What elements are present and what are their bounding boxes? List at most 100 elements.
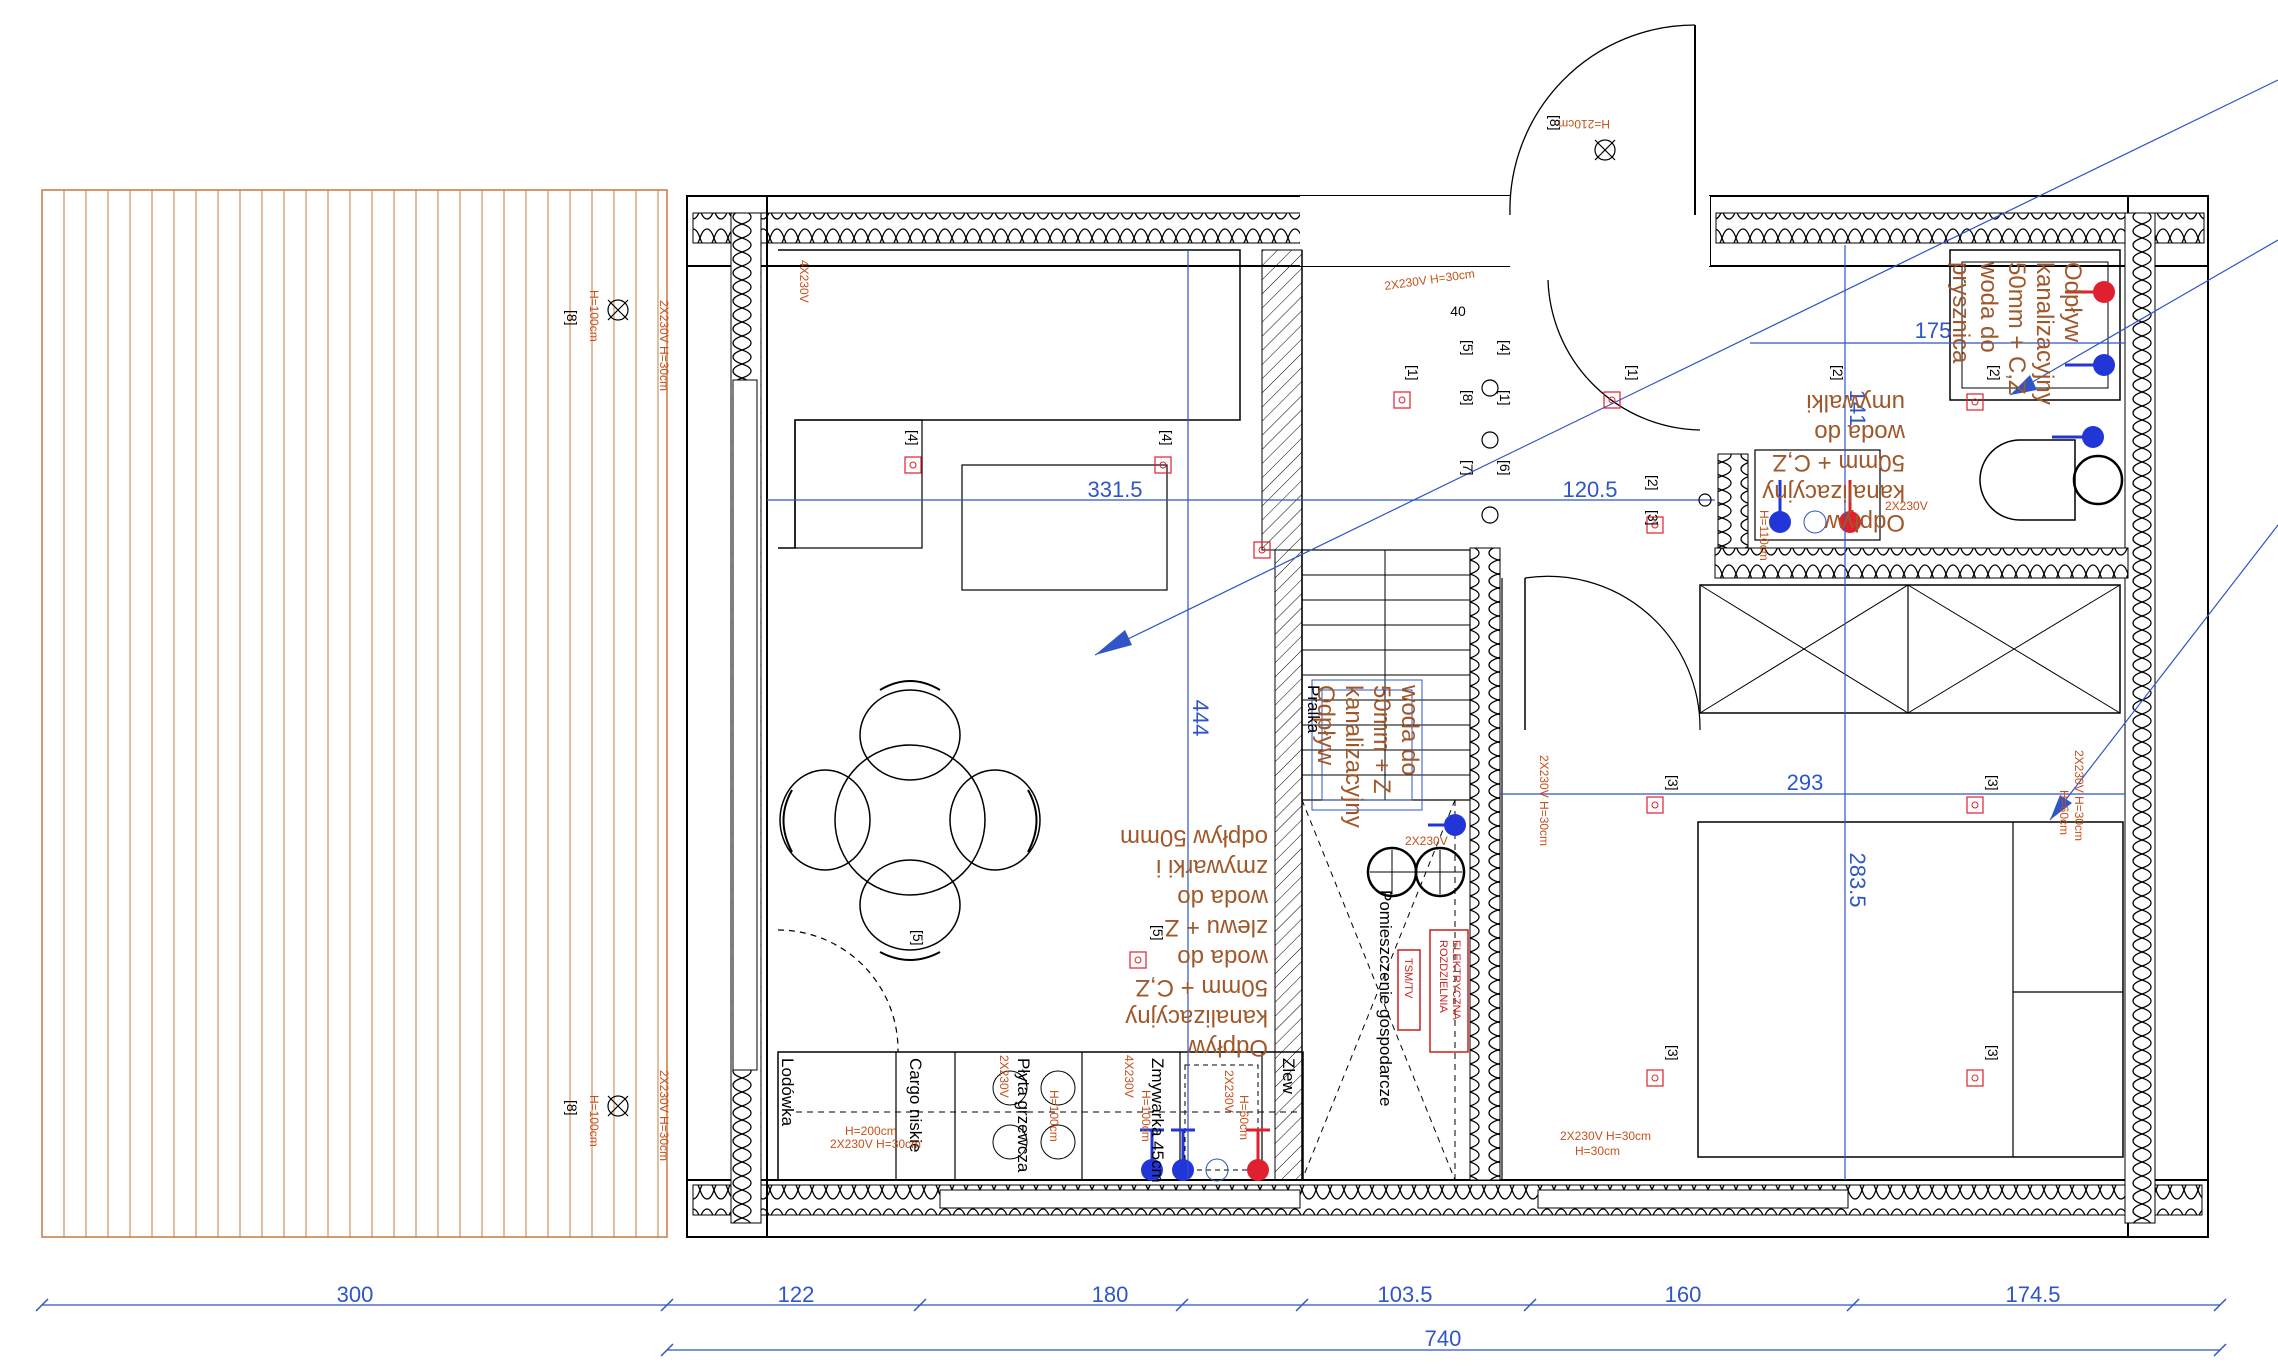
label-sink: Zlew (1279, 1058, 1298, 1095)
note-line: Odpływ (2059, 262, 2086, 343)
dim-tick (660, 1343, 674, 1357)
height-label: H=210cm (1558, 117, 1610, 131)
tag-1: [1] (1497, 390, 1513, 406)
tag-7: [7] (1460, 460, 1476, 476)
tag-2: [2] (1987, 365, 2003, 381)
socket-label: 2X230V H=30cm (1383, 266, 1475, 293)
dim-hall-width: 120.5 (1562, 477, 1617, 502)
dim-tick (1175, 1298, 1189, 1312)
note-line: umywalki (1806, 389, 1905, 416)
dim-tick (2213, 1343, 2227, 1357)
dim-tick (1846, 1298, 1860, 1312)
tag-3: [3] (1665, 775, 1681, 791)
note-line: prysznica (1947, 262, 1974, 364)
dim-tick (660, 1298, 674, 1312)
tag-3: [3] (1645, 510, 1661, 526)
socket-symbols (904, 391, 1984, 1087)
dim-kitchen-width: 331.5 (1087, 477, 1142, 502)
label-cooktop: Płyta grzewcza (1014, 1058, 1033, 1173)
note-line: Odpływ (1824, 509, 1905, 536)
terrace (41, 189, 668, 1238)
height-label: H=100cm (1047, 1090, 1061, 1142)
dimension-lines (42, 79, 2278, 1351)
note-line: woda do (1975, 261, 2002, 353)
dim-tick (1295, 1298, 1309, 1312)
height-label: H=200cm (845, 1124, 897, 1138)
light-fixtures (607, 139, 1712, 1117)
room-labels: Lodówka Cargo niskie Płyta grzewcza Zmyw… (778, 685, 1395, 1183)
label-board-1: ROZDZIELNIA (1437, 940, 1449, 1013)
tag-4: [4] (1159, 430, 1175, 446)
wardrobe (1699, 584, 2121, 714)
cold-water-icon (1171, 1128, 1195, 1181)
socket-icon (904, 456, 922, 474)
distribution-board: ROZDZIELNIA ELEKTRYCZNA TSM/TV (1397, 929, 1469, 1053)
label-low-cabinet: Cargo niskie (906, 1058, 925, 1153)
dim-living-depth: 444 (1188, 700, 1213, 737)
note-line: Odpływ (1187, 1034, 1268, 1061)
tag-3: [3] (1985, 1045, 2001, 1061)
hall-door[interactable] (1501, 575, 1701, 1180)
ceiling-light-icon (607, 299, 629, 321)
label-telecom: TSM/TV (1402, 958, 1414, 999)
socket-label: 2X230V (1885, 499, 1928, 513)
dim-seg-160: 160 (1665, 1282, 1702, 1307)
cold-water-icon (2065, 354, 2115, 376)
dim-bathroom-width: 175 (1915, 318, 1952, 343)
height-label: H=100cm (587, 290, 601, 342)
dim-bathroom-depth: 141 (1845, 390, 1870, 427)
label-fridge: Lodówka (778, 1058, 797, 1127)
cold-water-icon (1428, 814, 1466, 836)
dim-seg-180: 180 (1092, 1282, 1129, 1307)
hot-water-icon (1246, 1128, 1270, 1181)
tag-markers: [8] [8] [8] [4] [4] [5] [5] [1] [1] [5] … (564, 115, 2003, 1116)
note-line: woda do (1396, 684, 1423, 776)
tag-8: [8] (1460, 390, 1476, 406)
tag-3: [3] (1985, 775, 2001, 791)
dim-seg-122: 122 (778, 1282, 815, 1307)
tag-3: [3] (1665, 1045, 1681, 1061)
note-line: kanalizacyjny (2031, 262, 2058, 405)
note-line: odpływ 50mm (1120, 824, 1268, 851)
label-board-2: ELEKTRYCZNA (1450, 940, 1462, 1021)
note-line: woda do (1177, 884, 1269, 911)
note-line: kanalizacyjny (1340, 685, 1367, 828)
height-label: H=110cm (1757, 510, 1771, 561)
dim-tick (35, 1298, 49, 1312)
socket-icon (1154, 456, 1172, 474)
hot-water-icon (2065, 281, 2115, 303)
ceiling-light-icon (607, 1095, 629, 1117)
note-line: Odpływ (1312, 685, 1339, 766)
note-line: 50mm + C,Z (1135, 974, 1268, 1001)
note-line: 50mm + C,Z (2003, 262, 2030, 395)
cold-water-icon (1769, 480, 1791, 533)
note-line: woda do (1177, 944, 1269, 971)
socket-icon (1966, 393, 1984, 411)
note-line: kanalizacyjny (1125, 1004, 1268, 1031)
tag-8: [8] (564, 310, 580, 326)
note-kitchen-drain: Odpływ kanalizacyjny 50mm + C,Z woda do … (1120, 824, 1269, 1061)
bed (1697, 821, 2124, 1158)
tag-1: [1] (1625, 365, 1641, 381)
wall-light-icon (1481, 379, 1712, 524)
dim-seg-103: 103.5 (1377, 1282, 1432, 1307)
socket-icon (1966, 1069, 1984, 1087)
socket-label: 2X230V (1222, 1070, 1236, 1113)
cold-water-icon (1140, 1128, 1164, 1181)
tag-8: [8] (564, 1100, 580, 1116)
label-washer: Pralka (1304, 685, 1323, 734)
electrical-annotations: 2X230V H=30cm 4X230V 2X230V H=30cm 2X230… (587, 117, 2086, 1161)
socket-label: 2X230V H=30cm (1537, 755, 1551, 846)
dim-tick (1523, 1298, 1537, 1312)
note-utility-drain: Odpływ kanalizacyjny 50mm + Z woda do (1312, 684, 1423, 828)
dim-tick (913, 1298, 927, 1312)
note-bath-sink-drain: Odpływ kanalizacyjny 50mm + C,Z woda do … (1762, 389, 1906, 536)
dim-total: 740 (1425, 1326, 1462, 1351)
dimension-ticks (35, 1298, 2227, 1357)
socket-label: 2X230V (997, 1055, 1011, 1098)
dimension-arrows (1095, 375, 2072, 820)
entry-door[interactable] (1509, 24, 1701, 431)
label-dishwasher: Zmywarka 45cm (1148, 1058, 1167, 1183)
socket-icon (1603, 391, 1621, 409)
